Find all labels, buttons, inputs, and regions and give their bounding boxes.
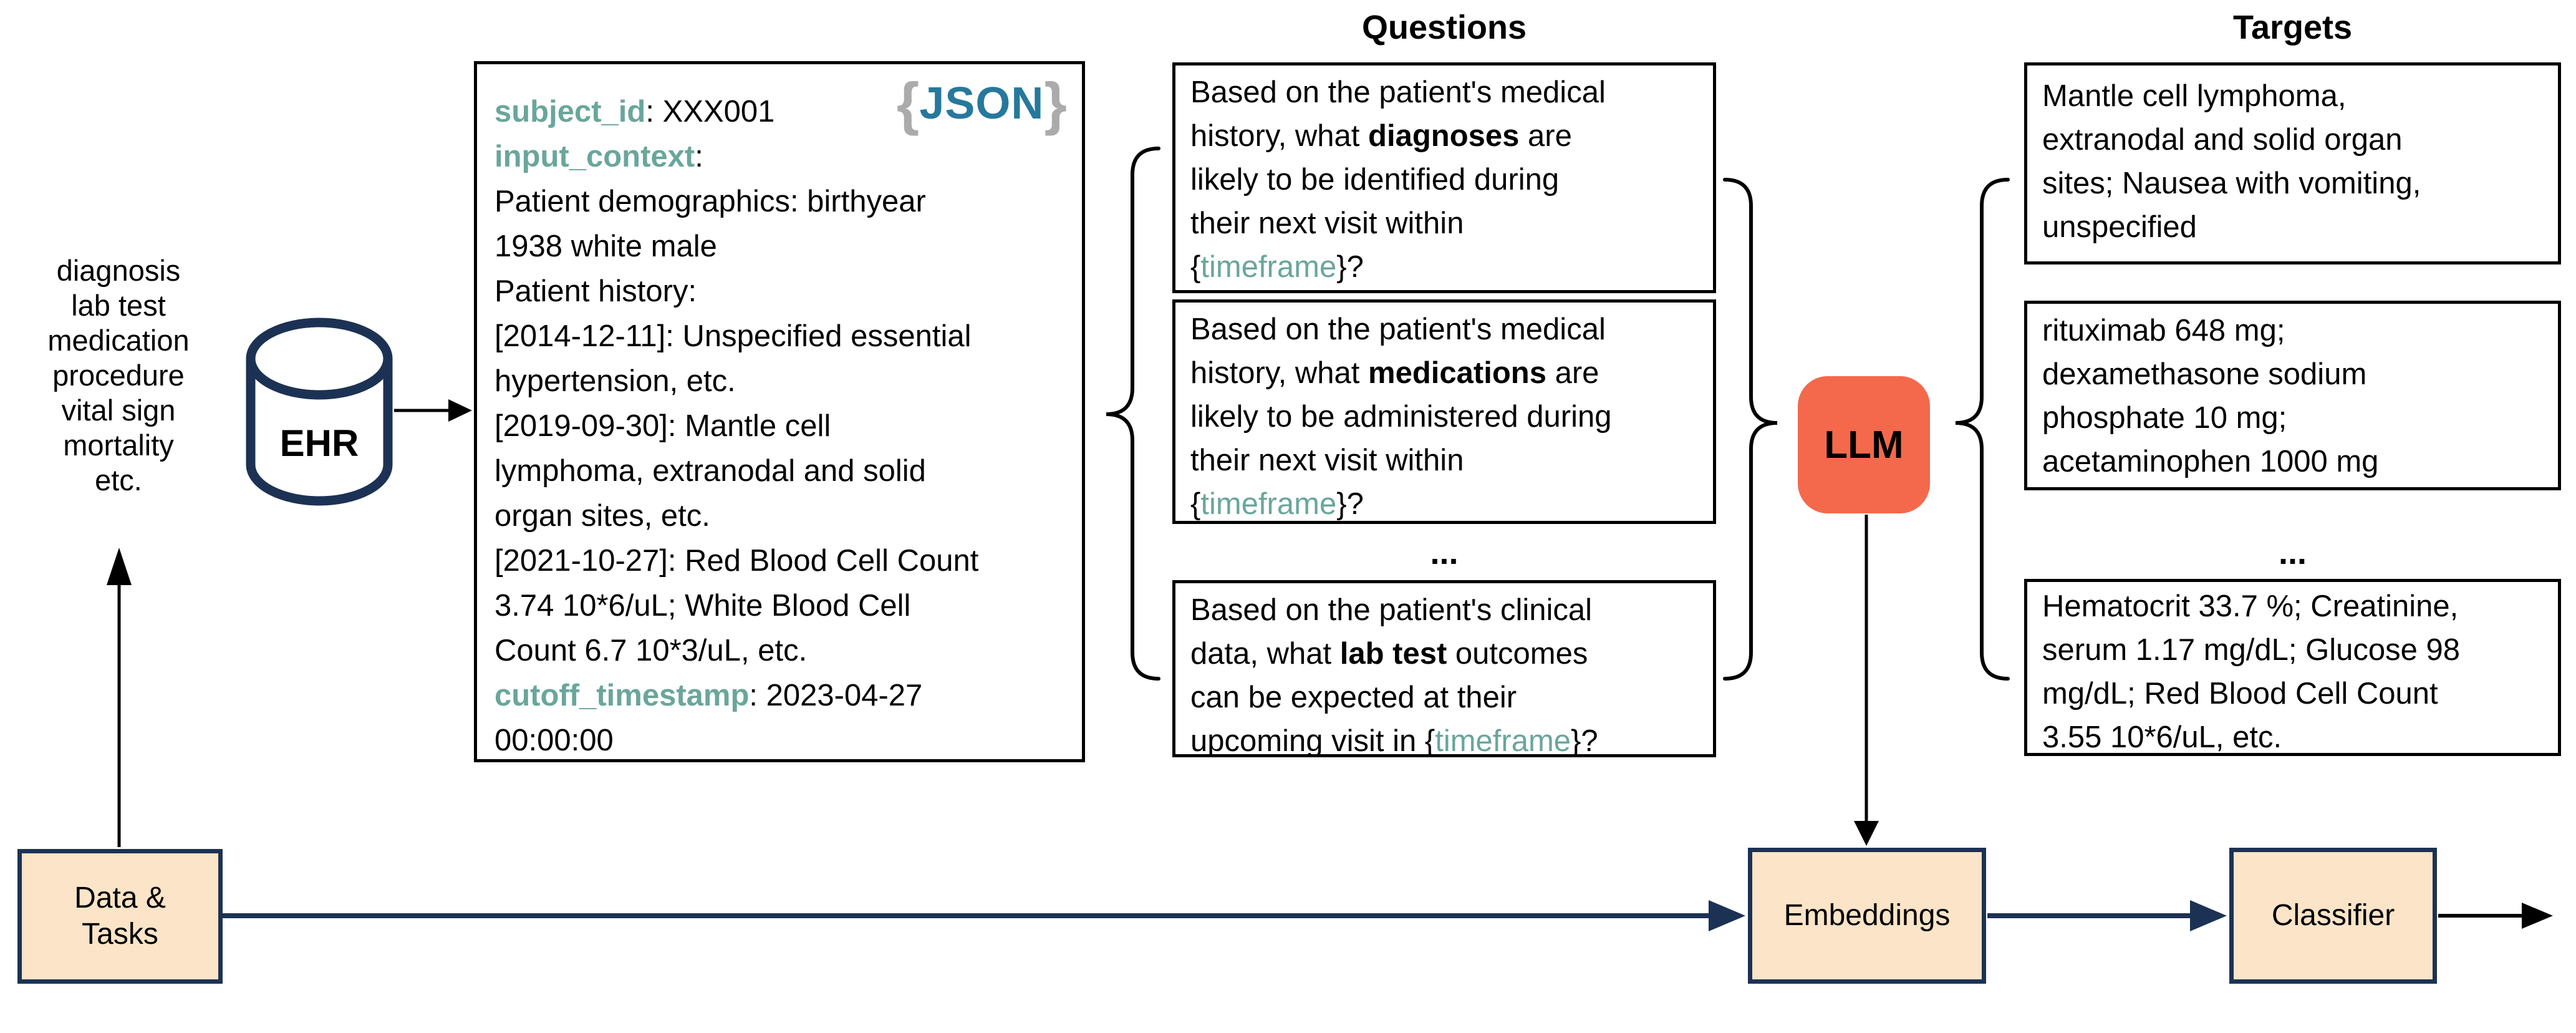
text-line: mg/dL; Red Blood Cell Count xyxy=(2042,677,2438,710)
target-box-lab-test: Hematocrit 33.7 %; Creatinine, serum 1.17… xyxy=(2024,579,2561,756)
question-box-medications: Based on the patient's medical history, w… xyxy=(1172,299,1716,524)
data-tasks-box: Data & Tasks xyxy=(17,849,223,984)
text-line: {timeframe}? xyxy=(1190,250,1364,284)
questions-output-brace-icon xyxy=(1723,178,1778,681)
ehr-database-icon xyxy=(246,318,393,506)
text-line: 3.74 10*6/uL; White Blood Cell xyxy=(494,589,911,623)
targets-ellipsis: ... xyxy=(2278,534,2307,571)
text-line: input_context: xyxy=(494,140,703,173)
text-line: serum 1.17 mg/dL; Glucose 98 xyxy=(2042,633,2461,667)
text-line: 3.55 10*6/uL, etc. xyxy=(2042,720,2282,754)
text-line: acetaminophen 1000 mg xyxy=(2042,445,2379,478)
json-logo-open-brace: { xyxy=(896,70,920,136)
text-line: lab test xyxy=(71,289,166,322)
json-logo-word: JSON xyxy=(919,79,1044,129)
data-tasks-up-arrow xyxy=(107,548,132,847)
text-line: sites; Nausea with vomiting, xyxy=(2042,167,2421,200)
text-line: 1938 white male xyxy=(494,230,717,263)
text-line: Based on the patient's medical xyxy=(1190,313,1606,346)
questions-ellipsis: ... xyxy=(1430,534,1459,571)
text-line: hypertension, etc. xyxy=(494,364,736,398)
text-line: phosphate 10 mg; xyxy=(2042,401,2287,435)
text-line: 00:00:00 xyxy=(494,724,614,757)
text-line: Based on the patient's clinical xyxy=(1190,593,1593,627)
embeddings-box: Embeddings xyxy=(1748,848,1986,984)
text-line: Based on the patient's medical xyxy=(1190,75,1606,109)
questions-input-brace-icon xyxy=(1106,147,1160,681)
text-line: unspecified xyxy=(2042,210,2197,244)
text-line: extranodal and solid organ xyxy=(2042,123,2403,157)
ehr-to-json-arrow xyxy=(394,399,472,422)
classifier-output-arrow xyxy=(2438,903,2553,929)
text-line: mortality xyxy=(63,429,174,462)
text-line: Mantle cell lymphoma, xyxy=(2042,79,2347,113)
text-line: organ sites, etc. xyxy=(494,499,710,533)
text-line: [2014-12-11]: Unspecified essential xyxy=(494,319,972,353)
target-box-medications: rituximab 648 mg; dexamethasone sodium pho… xyxy=(2024,301,2561,490)
questions-header: Questions xyxy=(1361,9,1527,46)
question-box-lab-test: Based on the patient's clinical data, wha… xyxy=(1172,580,1716,757)
text-line: medication xyxy=(47,324,190,357)
llm-to-embeddings-arrow xyxy=(1854,515,1879,846)
text-line: [2019-09-30]: Mantle cell xyxy=(494,409,831,443)
text-line: cutoff_timestamp: 2023-04-27 xyxy=(494,679,923,712)
text-line: etc. xyxy=(95,463,142,497)
text-line: their next visit within xyxy=(1190,444,1464,477)
text-line: dexamethasone sodium xyxy=(2042,357,2367,391)
json-logo: { JSON } xyxy=(897,74,1067,133)
text-line: subject_id: XXX001 xyxy=(494,95,775,129)
text-line: history, what medications are xyxy=(1190,356,1599,390)
text-line: [2021-10-27]: Red Blood Cell Count xyxy=(494,544,979,578)
target-box-diagnoses: Mantle cell lymphoma, extranodal and soli… xyxy=(2024,62,2561,264)
text-line: likely to be administered during xyxy=(1190,400,1612,434)
text-line: history, what diagnoses are xyxy=(1190,119,1572,153)
text-line: likely to be identified during xyxy=(1190,163,1560,196)
text-line: rituximab 648 mg; xyxy=(2042,314,2285,347)
text-line: upcoming visit in {timeframe}? xyxy=(1190,724,1598,757)
data-tasks-label-line1: Data & xyxy=(74,881,166,914)
json-logo-close-brace: } xyxy=(1044,70,1067,136)
text-line: can be expected at their xyxy=(1190,681,1517,714)
data-tasks-to-embeddings-arrow xyxy=(223,900,1745,931)
text-line: {timeframe}? xyxy=(1190,487,1364,521)
targets-header: Targets xyxy=(2232,9,2353,46)
question-box-diagnoses: Based on the patient's medical history, w… xyxy=(1172,62,1716,293)
text-line: their next visit within xyxy=(1190,206,1464,240)
json-patient-record-box: { JSON } subject_id: XXX001 input_context… xyxy=(474,61,1085,762)
text-line: Hematocrit 33.7 %; Creatinine, xyxy=(2042,589,2459,623)
targets-input-brace-icon xyxy=(1955,178,2010,681)
ehr-label: EHR xyxy=(279,422,359,464)
text-line: lymphoma, extranodal and solid xyxy=(494,454,926,488)
text-line: Count 6.7 10*3/uL, etc. xyxy=(494,634,808,667)
text-line: vital sign xyxy=(61,394,176,427)
text-line: Patient demographics: birthyear xyxy=(494,185,926,218)
data-tasks-label-line2: Tasks xyxy=(82,918,158,951)
text-line: data, what lab test outcomes xyxy=(1190,637,1588,671)
text-line: procedure xyxy=(52,359,185,392)
classifier-box: Classifier xyxy=(2229,848,2437,984)
embeddings-to-classifier-arrow xyxy=(1987,900,2227,931)
text-line: diagnosis xyxy=(56,254,181,287)
llm-box: LLM xyxy=(1798,376,1930,513)
text-line: Patient history: xyxy=(494,274,697,308)
